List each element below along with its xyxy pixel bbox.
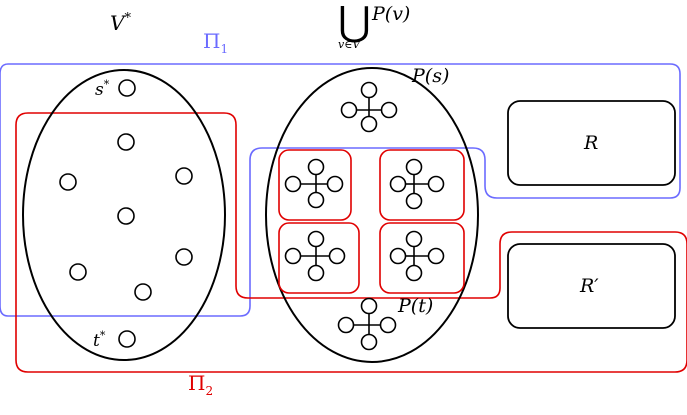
r-prime-box: R′ [507, 243, 676, 329]
v-star-ellipse [22, 69, 226, 361]
union-symbol: ⋃ [338, 0, 371, 45]
vertex-s-star [118, 79, 136, 97]
t-star-label: t* [93, 329, 106, 351]
pi2-label: Π2 [188, 371, 213, 398]
pi1-region [0, 63, 681, 317]
pi2-region [15, 112, 687, 373]
union-ellipse [265, 67, 479, 363]
r-label: R [583, 132, 598, 154]
vertex [175, 167, 193, 185]
vertex [175, 248, 193, 266]
vertex [59, 173, 77, 191]
tree-box-top-right [379, 149, 465, 221]
vertex [117, 133, 135, 151]
s-star-label: s* [95, 78, 110, 100]
r-box: R [507, 100, 676, 186]
p-t-label: P(t) [397, 295, 433, 317]
tree-box-bottom-left [278, 222, 360, 294]
p-s-label: P(s) [411, 65, 449, 87]
tree-box-bottom-right [379, 222, 465, 294]
vertex [134, 283, 152, 301]
union-subscript: v∈V [338, 38, 361, 51]
union-label: ⋃ P(v) v∈V [338, 0, 410, 51]
tree-box-top-left [278, 149, 352, 221]
pi1-label: Π1 [203, 29, 228, 56]
vertex [69, 263, 87, 281]
tree-p-s [340, 81, 398, 133]
v-star-vertices [59, 79, 193, 348]
v-star-label: V* [110, 11, 131, 35]
vertex-t-star [118, 330, 136, 348]
vertex [117, 207, 135, 225]
r-prime-label: R′ [579, 275, 599, 297]
union-body: P(v) [371, 3, 410, 25]
tree-p-t [337, 297, 397, 351]
